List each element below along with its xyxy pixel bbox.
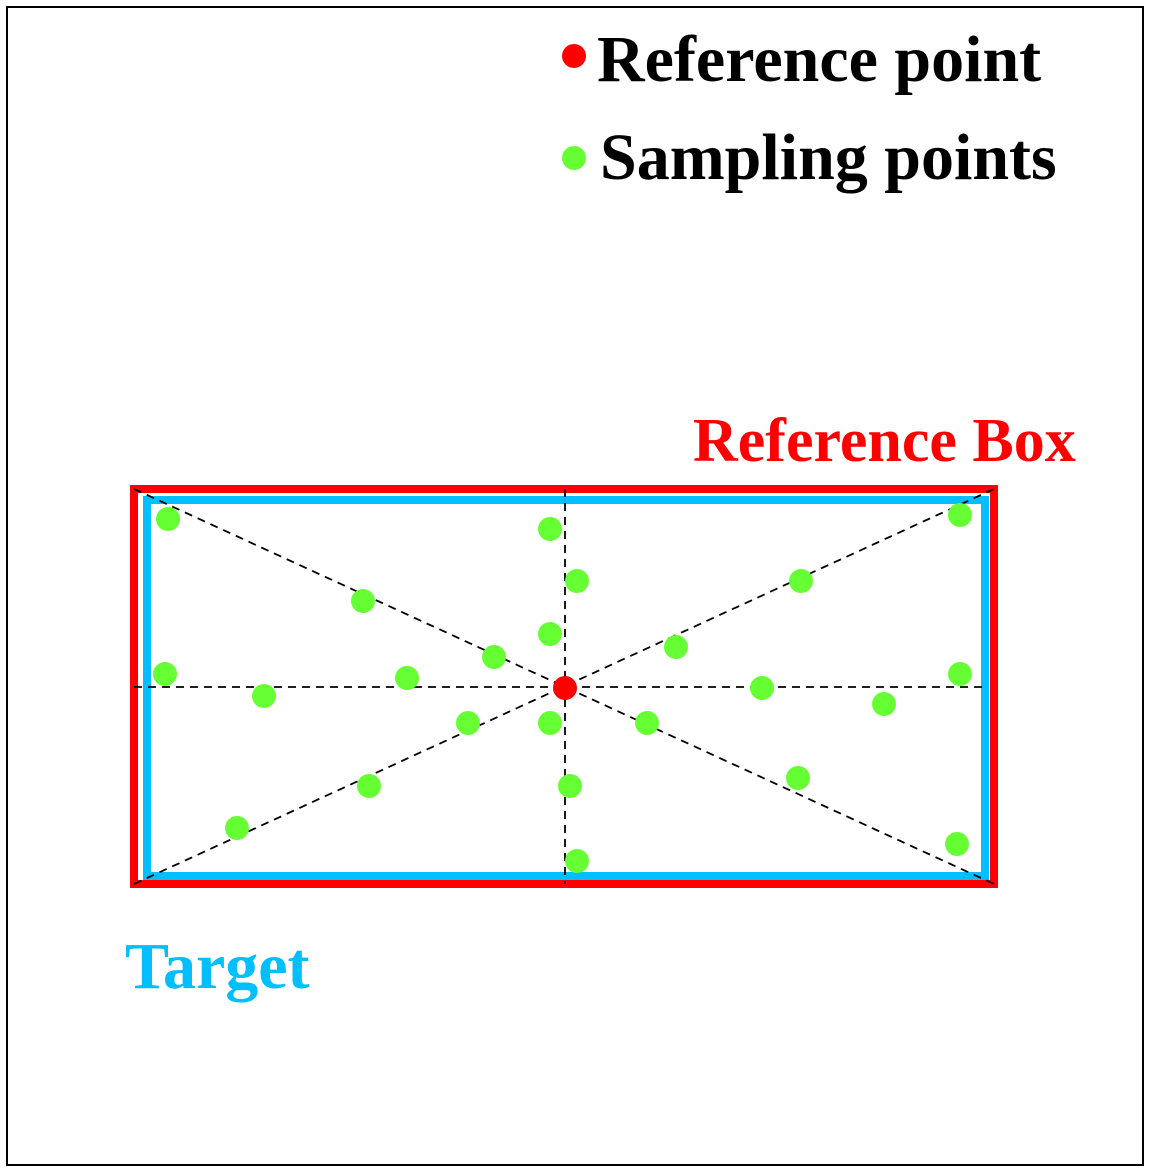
reference-point (553, 676, 577, 700)
diagonal-guide-line-1 (133, 488, 995, 885)
sampling-point (156, 507, 180, 531)
sampling-point (750, 676, 774, 700)
legend: Reference point Sampling points (562, 23, 1057, 194)
sampling-point (456, 711, 480, 735)
legend-reference-point-marker (562, 44, 586, 68)
target-label: Target (125, 930, 310, 1003)
sampling-point (786, 766, 810, 790)
sampling-point (153, 662, 177, 686)
sampling-point (945, 832, 969, 856)
sampling-points (153, 503, 972, 873)
figure-frame (6, 6, 1144, 1166)
sampling-point (538, 622, 562, 646)
target-box (143, 496, 989, 880)
sampling-point (558, 774, 582, 798)
sampling-point (948, 503, 972, 527)
sampling-point (565, 569, 589, 593)
legend-sampling-points-label: Sampling points (600, 121, 1057, 194)
sampling-point (351, 589, 375, 613)
reference-box-label: Reference Box (693, 407, 1076, 475)
sampling-point (538, 517, 562, 541)
sampling-point (395, 666, 419, 690)
legend-reference-point-label: Reference point (597, 23, 1041, 96)
sampling-point (252, 684, 276, 708)
sampling-point (225, 816, 249, 840)
legend-sampling-points-marker (562, 146, 586, 170)
sampling-point (872, 692, 896, 716)
sampling-point (948, 662, 972, 686)
sampling-point (538, 711, 562, 735)
sampling-point (482, 645, 506, 669)
sampling-point (789, 569, 813, 593)
sampling-point (357, 774, 381, 798)
diagonal-guide-line-2 (133, 488, 995, 885)
sampling-point (565, 849, 589, 873)
sampling-point (635, 711, 659, 735)
sampling-point (664, 635, 688, 659)
